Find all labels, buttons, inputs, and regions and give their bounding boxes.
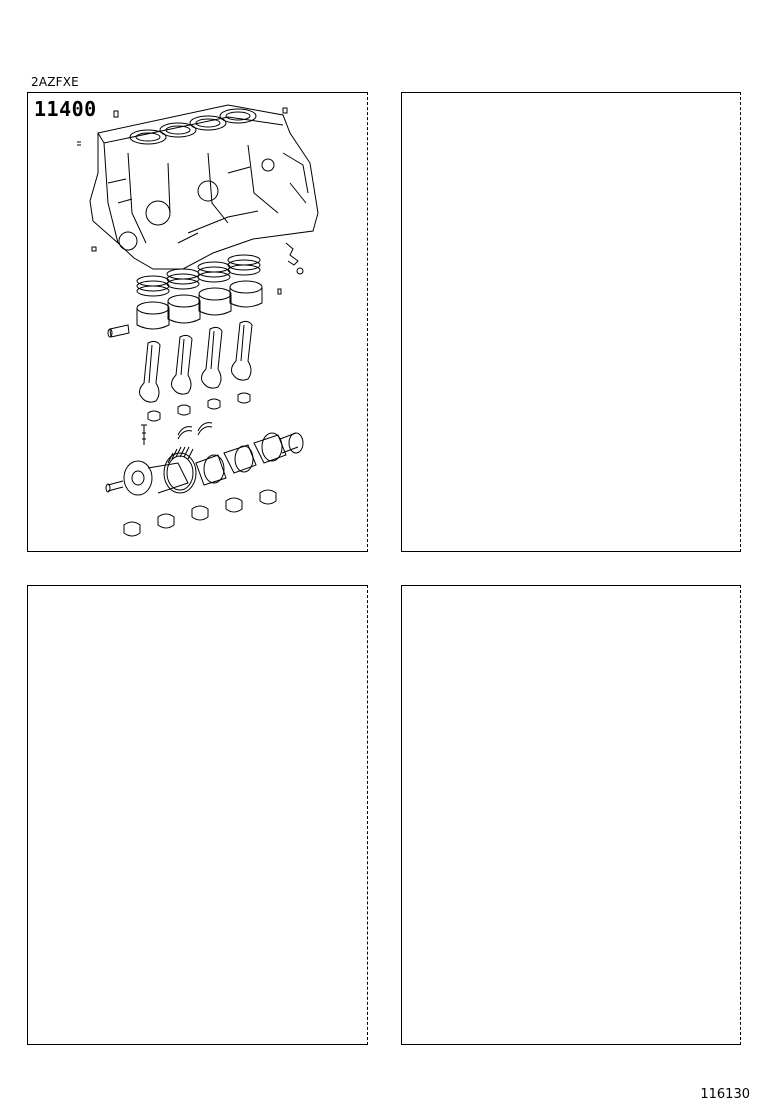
rod-bearings [147, 392, 251, 422]
panel-short-block: 11400 [27, 92, 368, 552]
connecting-rods [139, 320, 253, 403]
crankshaft [105, 432, 304, 496]
short-block-illustration[interactable] [68, 93, 358, 553]
rod-bolt [141, 424, 147, 445]
panel-empty-3 [27, 585, 368, 1045]
thrust-washers [177, 422, 213, 440]
pistons [136, 280, 282, 330]
engine-code: 2AZFXE [31, 75, 79, 89]
figure-id: 116130 [700, 1087, 750, 1102]
main-bearings [123, 489, 277, 537]
piston-ring-sets [136, 254, 261, 297]
piston-pin [107, 324, 130, 338]
panel-empty-2 [401, 92, 741, 552]
panel-empty-4 [401, 585, 741, 1045]
block-bolts [77, 107, 304, 275]
cylinder-block [89, 104, 319, 270]
part-number[interactable]: 11400 [34, 97, 97, 121]
